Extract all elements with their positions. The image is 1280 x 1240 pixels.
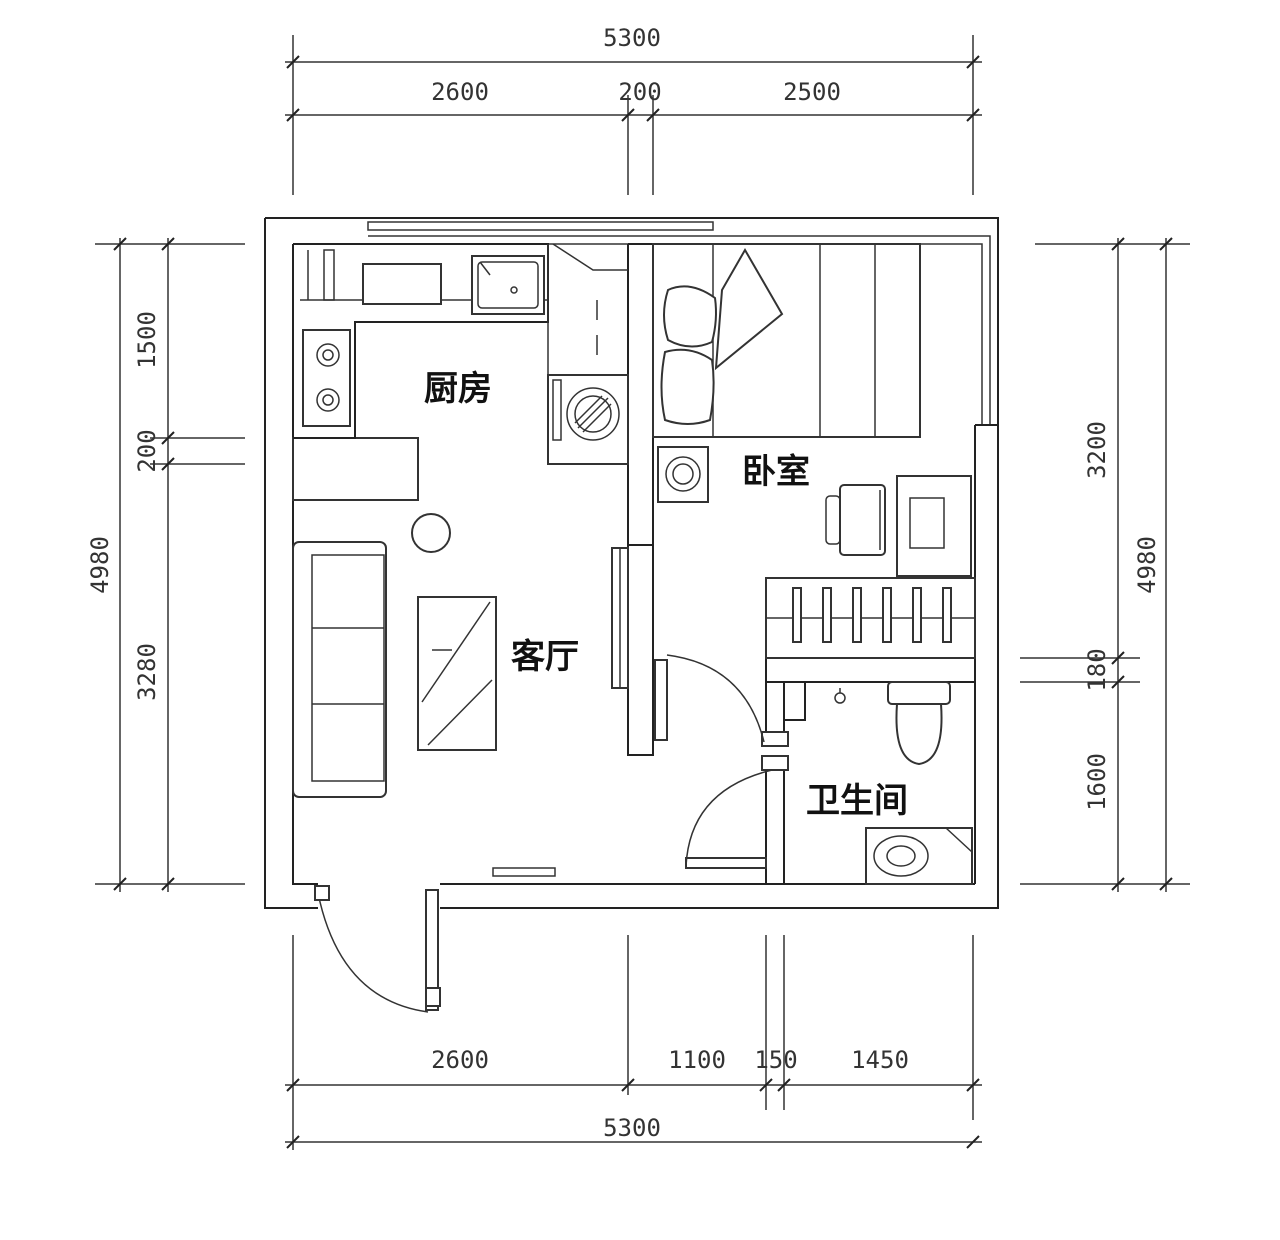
doors <box>314 654 773 1013</box>
dim-bottom-b: 1100 <box>668 1046 726 1074</box>
dim-right-top: 3200 <box>1083 421 1111 479</box>
label-bedroom: 卧室 <box>742 452 810 492</box>
interior-walls <box>292 243 975 884</box>
hanger <box>912 587 922 643</box>
wardrobe-hangers <box>792 587 952 643</box>
dim-right-mid: 180 <box>1083 648 1111 691</box>
dim-top-mid: 200 <box>618 78 661 106</box>
right-dimension-lines <box>1020 237 1190 892</box>
dim-left-bottom: 3280 <box>133 643 161 701</box>
hanger <box>942 587 952 643</box>
label-kitchen: 厨房 <box>424 369 492 409</box>
dim-top-total: 5300 <box>603 24 661 52</box>
dim-left-top: 1500 <box>133 311 161 369</box>
bedroom-furniture <box>652 243 976 659</box>
kitchen-fixtures <box>293 243 629 465</box>
bottom-dimension-lines <box>285 935 982 1150</box>
dim-bottom-c: 150 <box>754 1046 797 1074</box>
hanger <box>882 587 892 643</box>
hanger <box>852 587 862 643</box>
dim-right-bottom: 1600 <box>1083 753 1111 811</box>
dim-bottom-a: 2600 <box>431 1046 489 1074</box>
living-furniture <box>292 513 556 877</box>
hanger <box>822 587 832 643</box>
label-living-room: 客厅 <box>511 637 579 677</box>
label-bathroom: 卫生间 <box>806 781 908 821</box>
left-dimension-lines <box>95 237 245 892</box>
dim-left-mid: 200 <box>133 429 161 472</box>
dim-top-right: 2500 <box>783 78 841 106</box>
dim-left-total: 4980 <box>86 536 114 594</box>
dim-right-total: 4980 <box>1133 536 1161 594</box>
bathroom-fixtures <box>834 681 973 885</box>
dim-top-left: 2600 <box>431 78 489 106</box>
top-dimension-lines <box>285 35 982 195</box>
dim-bottom-total: 5300 <box>603 1114 661 1142</box>
dim-bottom-d: 1450 <box>851 1046 909 1074</box>
hanger <box>792 587 802 643</box>
